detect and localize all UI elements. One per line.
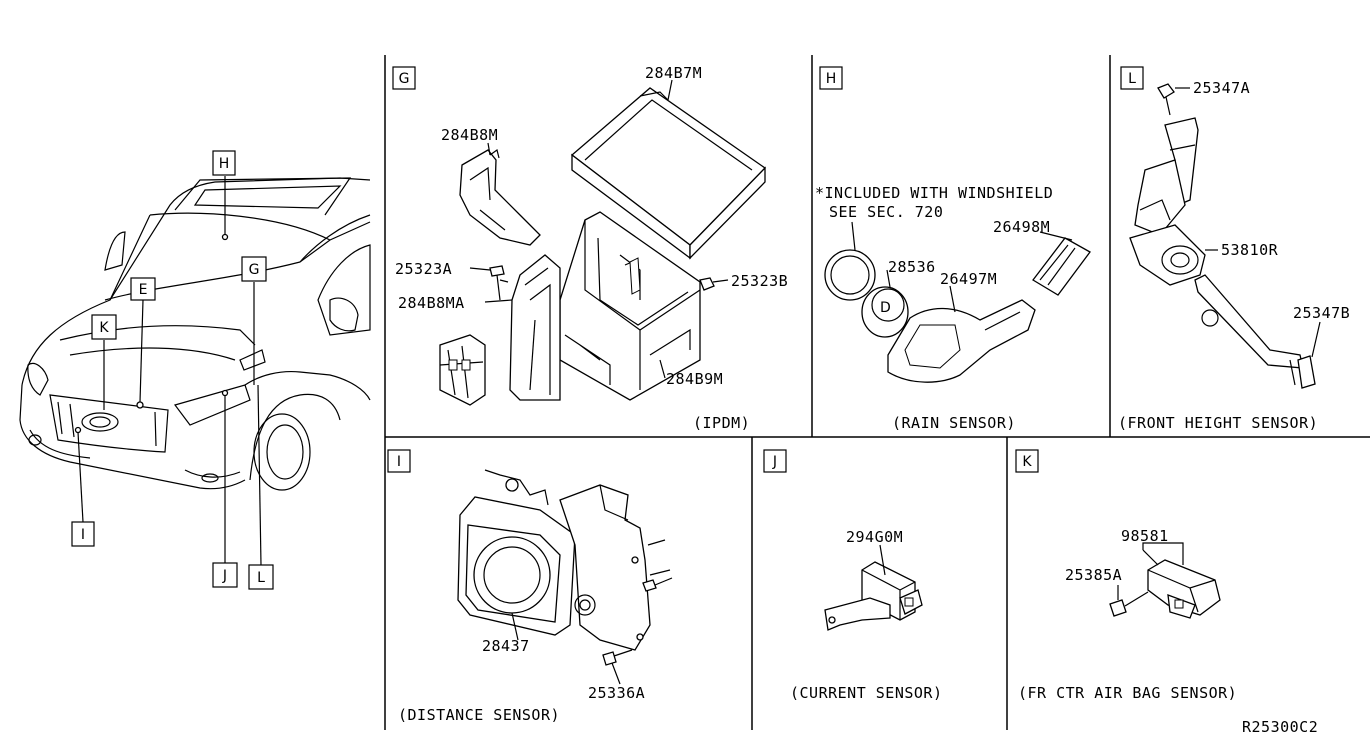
- svg-text:D: D: [880, 300, 891, 316]
- part-284b9m: 284B9M: [666, 370, 723, 388]
- panel-g-letter: G: [399, 71, 410, 87]
- part-53810r: 53810R: [1221, 241, 1279, 259]
- part-284b8m: 284B8M: [441, 126, 498, 144]
- rain-sensor-note-line1: *INCLUDED WITH WINDSHIELD: [815, 184, 1053, 202]
- panel-i-distance-sensor: I 28437 25336A (DISTANCE SENSOR): [387, 449, 673, 724]
- panel-k-letter: K: [1022, 454, 1032, 470]
- panel-g-caption: (IPDM): [693, 414, 750, 432]
- part-284b8ma: 284B8MA: [398, 294, 465, 312]
- panel-k-letter-box: [1015, 449, 1039, 473]
- part-25347b: 25347B: [1293, 304, 1350, 322]
- callout-H: H: [212, 150, 236, 176]
- panel-i-caption: (DISTANCE SENSOR): [398, 706, 560, 724]
- panel-i-letter: I: [397, 454, 401, 470]
- part-28536: 28536: [888, 258, 936, 276]
- panel-j-letter: J: [772, 454, 777, 470]
- panel-l-letter: L: [1128, 71, 1136, 87]
- svg-text:J: J: [222, 568, 227, 584]
- callout-G: G: [241, 256, 267, 282]
- panel-j-letter-box: [763, 449, 787, 473]
- vehicle-overview: [19, 176, 371, 566]
- rain-sensor-note-line2: SEE SEC. 720: [829, 203, 943, 221]
- svg-text:G: G: [249, 262, 260, 278]
- panel-dividers: [384, 55, 1370, 730]
- callout-K: K: [91, 314, 117, 340]
- panel-j-current-sensor: J 294G0M (CURRENT SENSOR): [763, 449, 943, 702]
- panel-h-letter-box: [819, 66, 843, 90]
- callout-E: E: [130, 277, 156, 301]
- panel-h-rain-sensor: H *INCLUDED WITH WINDSHIELD SEE SEC. 720…: [815, 66, 1091, 432]
- svg-text:L: L: [257, 570, 265, 586]
- panel-i-letter-box: [387, 449, 411, 473]
- part-25323b: 25323B: [731, 272, 788, 290]
- callout-I: I: [71, 521, 95, 547]
- part-25347a: 25347A: [1193, 79, 1250, 97]
- part-25385a: 25385A: [1065, 566, 1122, 584]
- diagram-code: R25300C2: [1242, 718, 1318, 736]
- panel-h-caption: (RAIN SENSOR): [892, 414, 1016, 432]
- part-28437: 28437: [482, 637, 530, 655]
- svg-text:E: E: [139, 282, 148, 298]
- panel-l-front-height-sensor: L 25347A 53810R 25347B (FRONT HEIGHT SEN…: [1118, 66, 1350, 432]
- part-25336a: 25336A: [588, 684, 645, 702]
- panel-h-letter: H: [826, 71, 837, 87]
- part-98581: 98581: [1121, 527, 1169, 545]
- panel-g-ipdm: G: [392, 64, 788, 432]
- panel-l-caption: (FRONT HEIGHT SENSOR): [1118, 414, 1318, 432]
- panel-k-air-bag-sensor: K 98581 25385A (FR CTR AIR BAG SENSOR): [1015, 449, 1237, 702]
- part-294g0m: 294G0M: [846, 528, 903, 546]
- callout-J: J: [212, 562, 238, 588]
- part-284b7m: 284B7M: [645, 64, 702, 82]
- panel-g-letter-box: [392, 66, 416, 90]
- part-25323a: 25323A: [395, 260, 452, 278]
- panel-k-caption: (FR CTR AIR BAG SENSOR): [1018, 684, 1237, 702]
- svg-text:I: I: [81, 527, 85, 543]
- part-26498m: 26498M: [993, 218, 1050, 236]
- svg-text:H: H: [219, 156, 230, 172]
- callout-L: L: [248, 564, 274, 590]
- part-26497m: 26497M: [940, 270, 997, 288]
- panel-j-caption: (CURRENT SENSOR): [790, 684, 943, 702]
- svg-text:K: K: [99, 320, 109, 336]
- panel-l-letter-box: [1120, 66, 1144, 90]
